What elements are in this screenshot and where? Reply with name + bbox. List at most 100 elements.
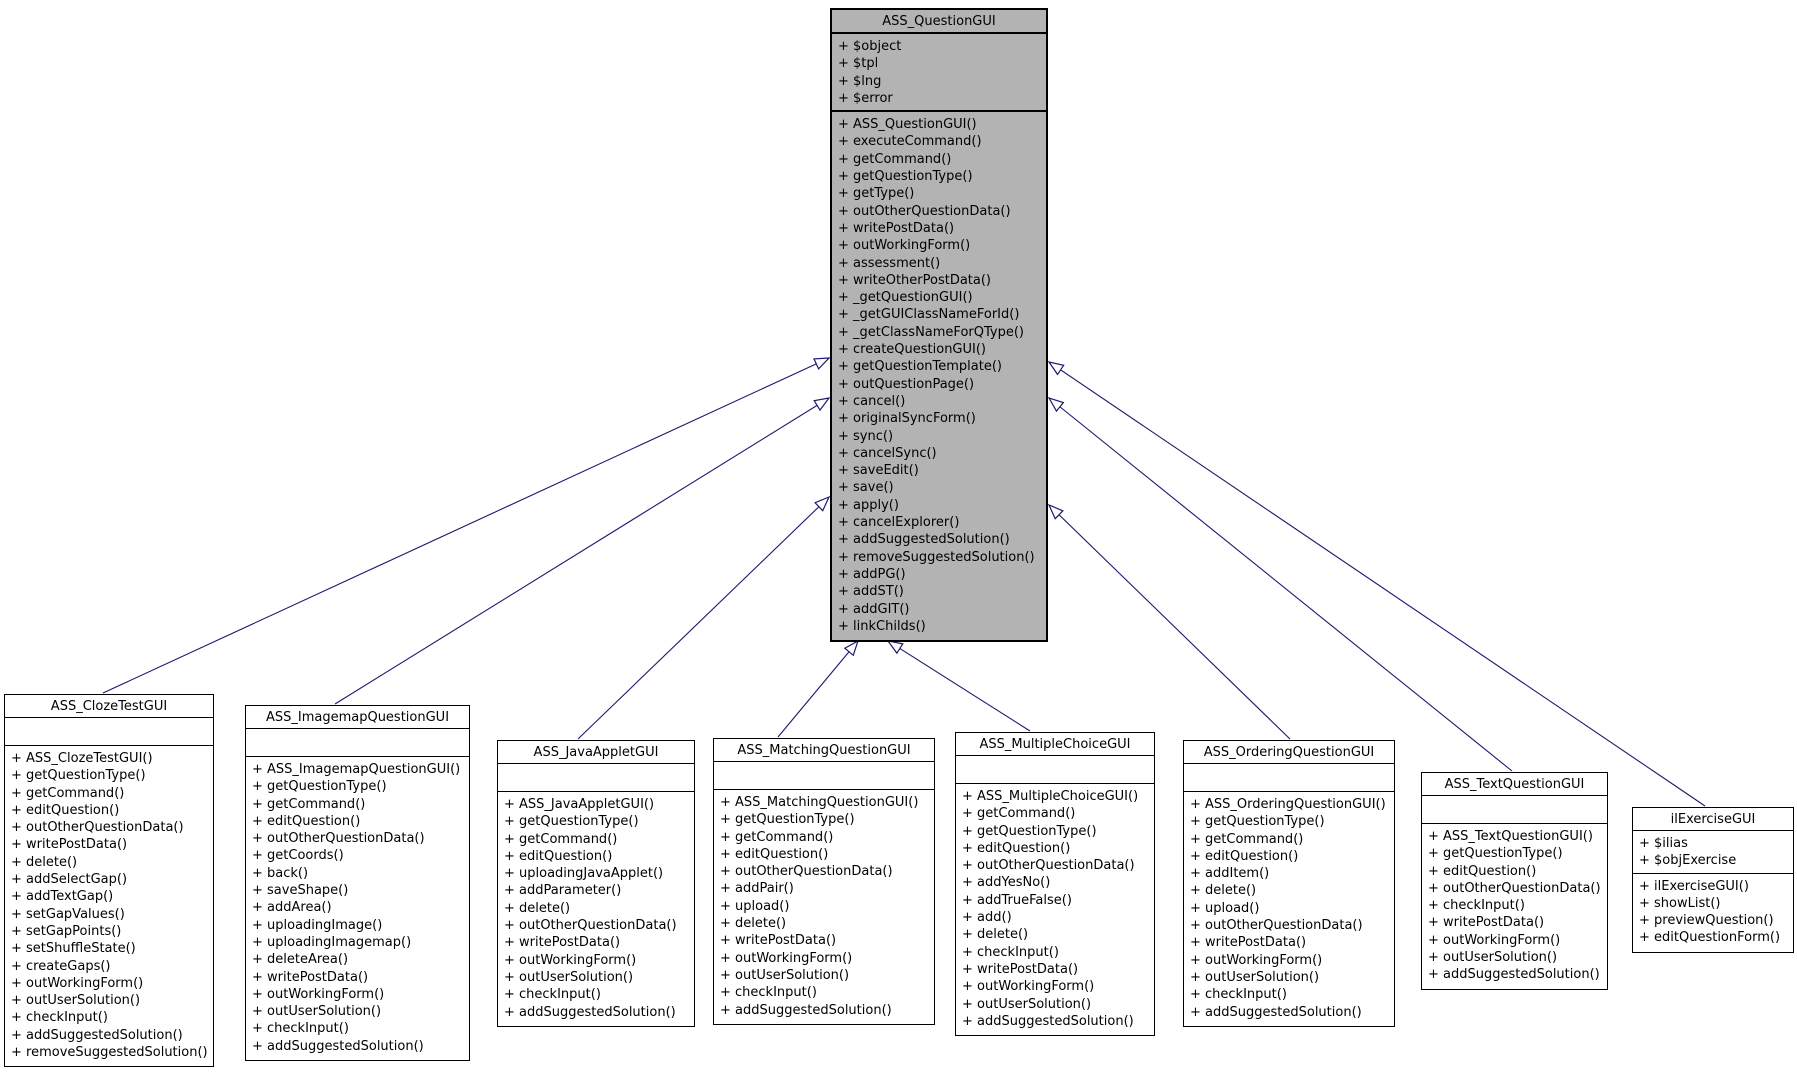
method-row: + outUserSolution() [1428,950,1558,966]
method-row: + outWorkingForm() [962,979,1095,995]
method-row: + createGaps() [11,958,111,974]
method-row: + createQuestionGUI() [838,342,987,358]
method-row: + checkInput() [1190,987,1287,1003]
method-row: + getQuestionType() [504,814,639,830]
method-row: + addSelectGap() [11,872,128,888]
method-row: + saveShape() [252,883,349,899]
method-row: + _getQuestionGUI() [838,290,973,306]
method-row: + outWorkingForm() [1428,932,1561,948]
class-title: ASS_MatchingQuestionGUI [714,739,934,762]
class-box-ass-questiongui: ASS_QuestionGUI + $object+ $tpl+ $lng+ $… [830,8,1048,643]
method-row: + editQuestion() [252,813,361,829]
method-row: + originalSyncForm() [838,411,976,427]
methods-section: + ASS_TextQuestionGUI()+ getQuestionType… [1422,824,1607,989]
method-row: + outOtherQuestionData() [962,858,1135,874]
inheritance-arrow-javaapplet [577,495,831,740]
method-row: + getQuestionType() [1428,846,1563,862]
attributes-section [246,729,469,757]
method-row: + delete() [1190,883,1257,899]
attributes-section [1422,796,1607,824]
method-row: + addSuggestedSolution() [838,532,1010,548]
method-row: + linkChilds() [838,618,926,634]
method-row: + getCommand() [504,831,618,847]
methods-section: + ASS_QuestionGUI()+ executeCommand()+ g… [832,112,1046,640]
method-row: + sync() [838,428,894,444]
method-row: + delete() [504,900,571,916]
method-row: + deleteArea() [252,952,349,968]
method-row: + addArea() [252,900,332,916]
method-row: + addTextGap() [11,889,114,905]
method-row: + uploadingImage() [252,917,383,933]
method-row: + addSuggestedSolution() [1190,1004,1362,1020]
method-row: + getQuestionTemplate() [838,359,1002,375]
method-row: + getCommand() [962,806,1076,822]
method-row: + checkInput() [720,985,817,1001]
method-row: + _getClassNameForQType() [838,324,1024,340]
method-row: + writePostData() [252,969,369,985]
method-row: + uploadingJavaApplet() [504,866,664,882]
method-row: + editQuestion() [962,840,1071,856]
class-box-ass-javaappletgui: ASS_JavaAppletGUI + ASS_JavaAppletGUI()+… [497,740,695,1027]
method-row: + addSuggestedSolution() [504,1004,676,1020]
method-row: + editQuestionForm() [1639,930,1781,946]
inheritance-arrow-imagemap [334,397,831,705]
method-row: + outUserSolution() [1190,969,1320,985]
method-row: + delete() [11,854,78,870]
method-row: + cancel() [838,393,906,409]
method-row: + writePostData() [11,837,128,853]
method-row: + checkInput() [962,944,1059,960]
method-row: + getCommand() [838,151,952,167]
method-row: + assessment() [838,255,941,271]
method-row: + editQuestion() [720,846,829,862]
method-row: + outUserSolution() [720,967,850,983]
attribute-row: + $objExercise [1639,853,1737,869]
method-row: + back() [252,865,309,881]
method-row: + addSuggestedSolution() [252,1038,424,1054]
method-row: + setGapPoints() [11,923,122,939]
method-row: + uploadingImagemap() [252,934,412,950]
attribute-row: + $object [838,39,902,54]
method-row: + outWorkingForm() [504,952,637,968]
method-row: + writePostData() [1428,915,1545,931]
methods-section: + ASS_JavaAppletGUI() + getQuestionType()… [498,792,694,1026]
method-row: + outWorkingForm() [838,238,971,254]
method-row: + ASS_JavaAppletGUI() [504,797,655,812]
method-row: + checkInput() [1428,898,1525,914]
method-row: + writeOtherPostData() [838,272,992,288]
method-row: + getCommand() [720,829,834,845]
method-row: + getCommand() [11,785,125,801]
method-row: + outQuestionPage() [838,376,975,392]
method-row: + ASS_MultipleChoiceGUI() [962,789,1139,804]
method-row: + writePostData() [1190,935,1307,951]
method-row: + checkInput() [252,1021,349,1037]
method-row: + upload() [1190,900,1260,916]
method-row: + addItem() [1190,866,1270,882]
method-row: + addTrueFalse() [962,892,1072,908]
method-row: + writePostData() [720,933,837,949]
method-row: + delete() [720,916,787,932]
method-row: + getQuestionType() [252,779,387,795]
method-row: + setShuffleState() [11,941,136,957]
class-title: ASS_QuestionGUI [832,10,1046,34]
method-row: + editQuestion() [11,802,120,818]
class-box-ass-textquestiongui: ASS_TextQuestionGUI + ASS_TextQuestionGU… [1421,772,1608,990]
methods-section: + ASS_MatchingQuestionGUI()+ getQuestion… [714,790,934,1024]
method-row: + getQuestionType() [11,768,146,784]
method-row: + removeSuggestedSolution() [838,549,1035,565]
method-row: + getQuestionType() [838,169,973,185]
method-row: + outOtherQuestionData() [838,203,1011,219]
method-row: + outWorkingForm() [252,986,385,1002]
attributes-section: + $object+ $tpl+ $lng+ $error [832,34,1046,113]
method-row: + writePostData() [962,961,1079,977]
method-row: + addSuggestedSolution() [720,1002,892,1018]
attributes-section [5,718,213,746]
method-row: + editQuestion() [1190,848,1299,864]
attribute-row: + $tpl [838,56,879,72]
attributes-section: + $ilias+ $objExercise [1633,831,1793,874]
method-row: + getCoords() [252,848,344,864]
method-row: + addSuggestedSolution() [1428,967,1600,983]
method-row: + writePostData() [838,220,955,236]
method-row: + addPair() [720,881,794,897]
method-row: + delete() [962,927,1029,943]
class-box-ass-clozetestgui: ASS_ClozeTestGUI + ASS_ClozeTestGUI()+ g… [4,694,214,1068]
